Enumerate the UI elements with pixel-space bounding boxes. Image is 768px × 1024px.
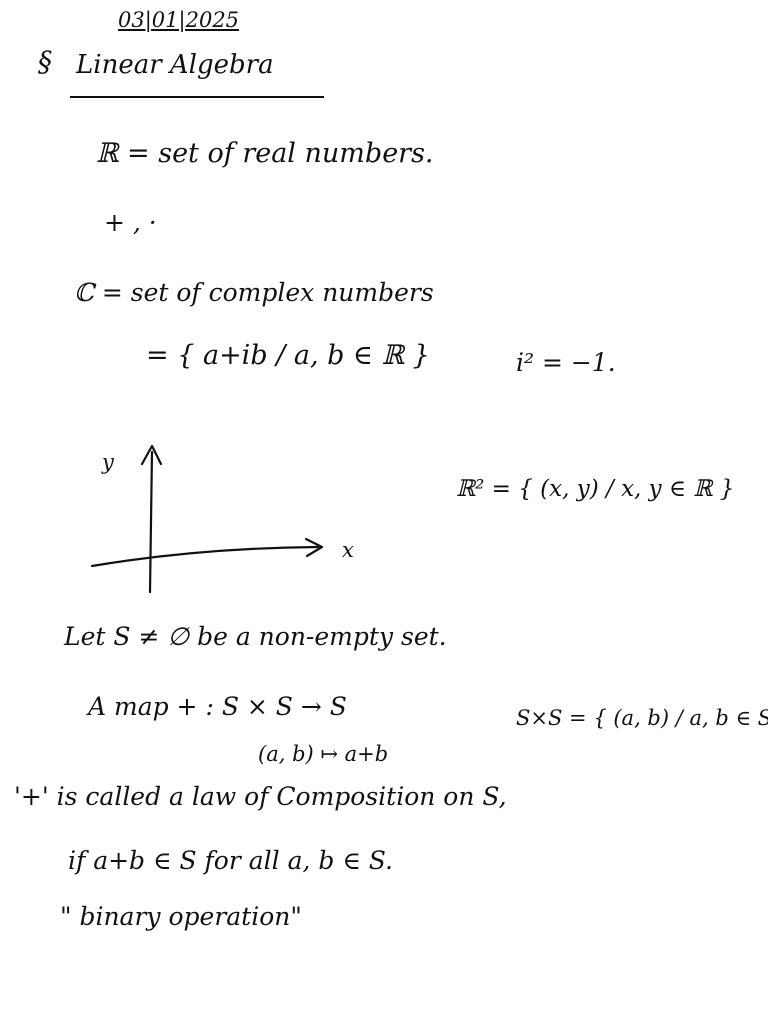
complex-set-builder: = { a+ib / a, b ∈ ℝ } bbox=[146, 340, 430, 371]
x-axis-line bbox=[90, 545, 320, 568]
date: 03|01|2025 bbox=[118, 8, 240, 32]
operations-note: + , · bbox=[104, 208, 157, 237]
section-mark: § bbox=[38, 45, 52, 78]
closure-condition: if a+b ∈ S for all a, b ∈ S. bbox=[68, 846, 393, 875]
binary-operation-note: " binary operation" bbox=[60, 902, 302, 931]
r2-definition: ℝ² = { (x, y) / x, y ∈ ℝ } bbox=[456, 476, 735, 502]
law-of-composition: '+' is called a law of Composition on S, bbox=[14, 782, 507, 811]
i-squared-identity: i² = −1. bbox=[516, 348, 616, 377]
complex-definition: ℂ = set of complex numbers bbox=[74, 278, 434, 307]
map-definition: A map + : S × S → S bbox=[88, 692, 347, 721]
x-axis-arrowhead bbox=[304, 537, 324, 558]
page-title: Linear Algebra bbox=[76, 50, 274, 80]
x-axis-label: x bbox=[342, 538, 354, 562]
reals-definition: ℝ = set of real numbers. bbox=[96, 138, 434, 169]
title-underline bbox=[70, 96, 324, 98]
y-axis-line bbox=[148, 450, 154, 594]
y-axis-label: y bbox=[102, 450, 114, 474]
sxs-definition: S×S = { (a, b) / a, b ∈ S }. bbox=[516, 706, 768, 730]
let-s-nonempty: Let S ≠ ∅ be a non-empty set. bbox=[64, 622, 447, 651]
map-rule: (a, b) ↦ a+b bbox=[258, 742, 389, 766]
y-axis-arrowhead bbox=[140, 444, 163, 466]
